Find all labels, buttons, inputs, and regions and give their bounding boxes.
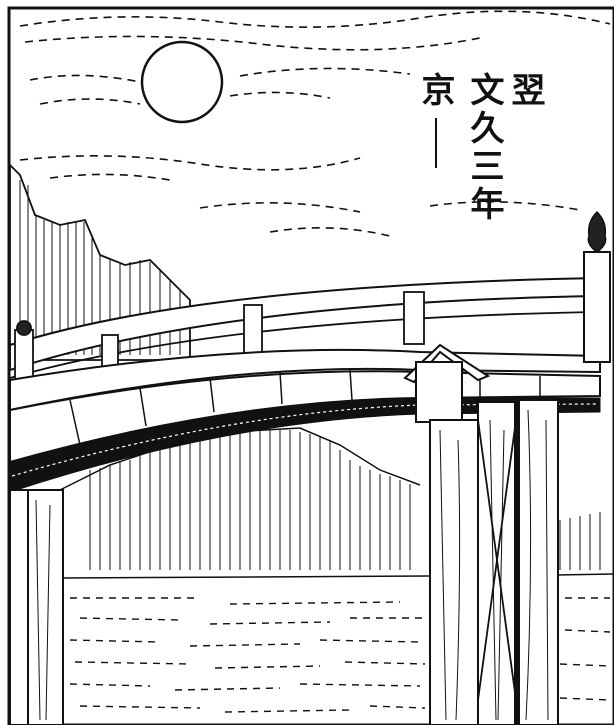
pier-cap-box bbox=[415, 361, 463, 423]
bridge-underside-highlight bbox=[11, 403, 599, 477]
water-ripples bbox=[69, 597, 611, 713]
caption-era-bunkyu-3: 文久三年 bbox=[464, 72, 504, 224]
shoreline bbox=[59, 575, 431, 579]
caption-next: 翌 bbox=[505, 72, 545, 110]
far-tree-line bbox=[59, 427, 421, 491]
clouds bbox=[19, 10, 611, 237]
pier-braces bbox=[477, 419, 517, 701]
end-post bbox=[583, 251, 611, 363]
caption-dash bbox=[435, 118, 437, 168]
pier-woodgrain bbox=[35, 409, 549, 721]
moon bbox=[140, 40, 224, 124]
far-trees-hatching bbox=[89, 430, 601, 570]
end-post-finial bbox=[587, 210, 607, 253]
pier-black-edge bbox=[514, 400, 520, 725]
shoreline-right bbox=[554, 573, 614, 576]
caption-place-kyoto: 京 bbox=[415, 72, 455, 110]
